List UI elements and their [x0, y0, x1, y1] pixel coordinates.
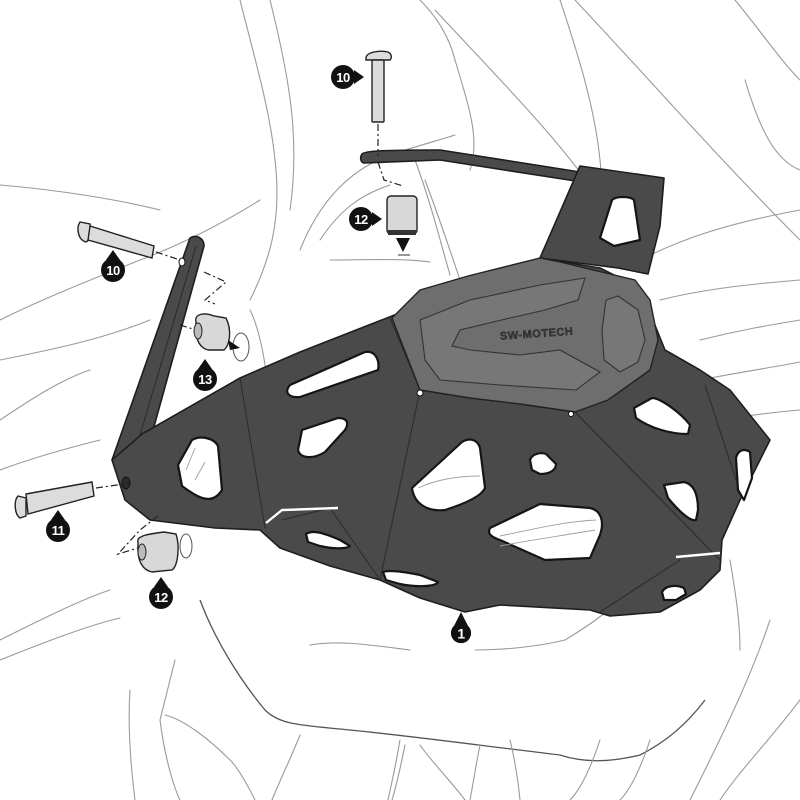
top-mounting-bracket: [359, 149, 665, 275]
svg-text:1: 1: [457, 626, 465, 642]
callout-12-bottom: 12: [149, 577, 173, 609]
logo-cover: SW-MOTECH: [391, 257, 659, 417]
callout-10-left: 10: [101, 250, 125, 282]
brand-logo: SW-MOTECH: [500, 326, 574, 343]
svg-text:10: 10: [106, 263, 120, 278]
callout-12-top: 12: [349, 207, 382, 231]
svg-text:10: 10: [336, 70, 350, 85]
svg-text:12: 12: [354, 212, 368, 227]
svg-text:11: 11: [52, 523, 65, 538]
top-bolt: [365, 50, 404, 187]
svg-text:13: 13: [198, 372, 212, 387]
callout-1: 1: [450, 612, 472, 644]
callout-11: 11: [46, 510, 70, 542]
left-lower-bolt: [14, 481, 125, 519]
callout-10-top: 10: [331, 65, 364, 89]
lower-spacer: [116, 515, 193, 573]
callout-13: 13: [193, 359, 217, 391]
cutout: [286, 350, 380, 399]
svg-text:12: 12: [154, 590, 168, 605]
left-upper-bolt: [77, 221, 228, 305]
top-spacer: [386, 195, 418, 256]
upper-spacer: [179, 313, 250, 362]
